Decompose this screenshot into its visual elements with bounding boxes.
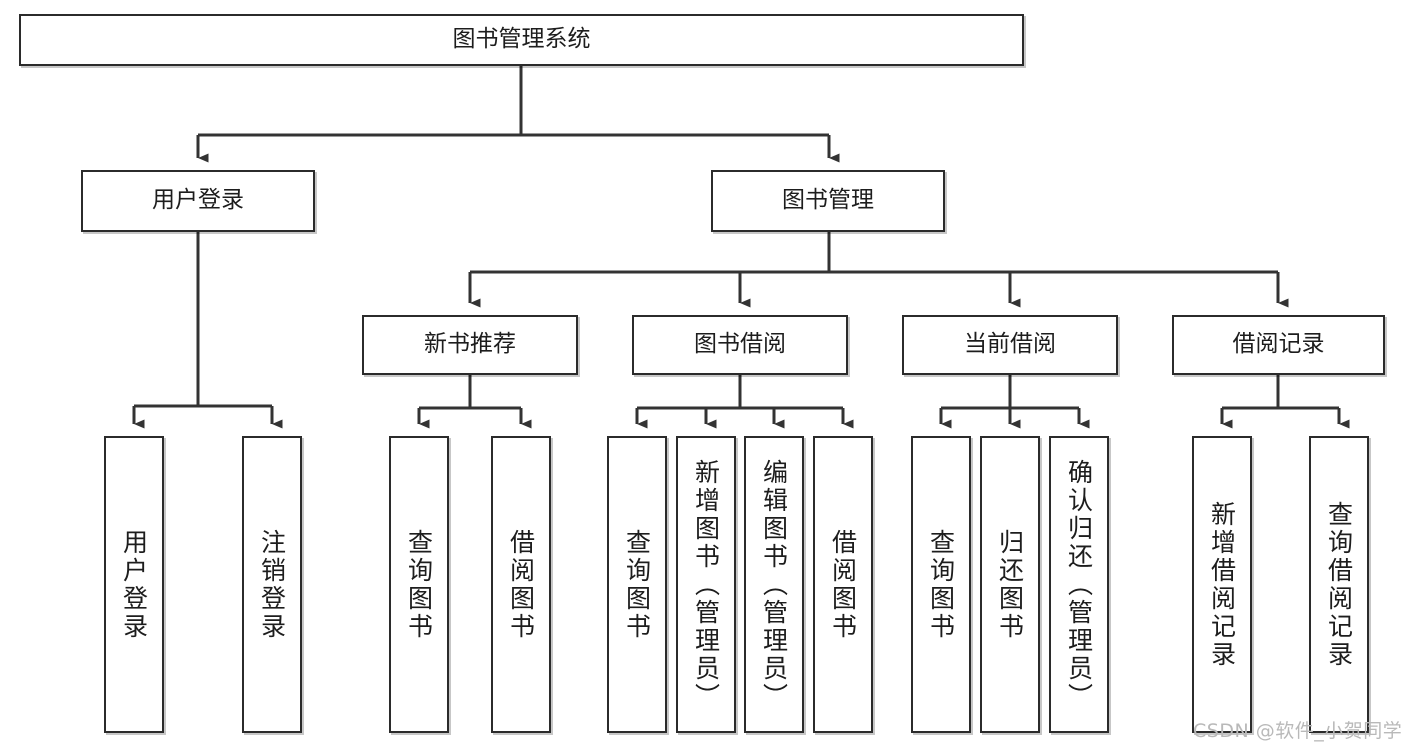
node-label: 查询借阅记录 — [1324, 500, 1354, 669]
node-label: 借阅图书 — [828, 528, 858, 641]
node-user-login[interactable]: 用户登录 — [81, 170, 315, 232]
node-leaf-borrow-book-recommend[interactable]: 借阅图书 — [491, 436, 551, 733]
node-leaf-return-book[interactable]: 归还图书 — [980, 436, 1040, 733]
node-borrow-record[interactable]: 借阅记录 — [1172, 315, 1385, 375]
node-label: 注销登录 — [257, 528, 287, 641]
node-leaf-query-book-current[interactable]: 查询图书 — [911, 436, 971, 733]
node-label: 查询图书 — [622, 528, 652, 641]
node-label: 查询图书 — [926, 528, 956, 641]
node-leaf-logout-login[interactable]: 注销登录 — [242, 436, 302, 733]
node-label: 当前借阅 — [964, 331, 1056, 358]
node-root-book-management-system[interactable]: 图书管理系统 — [19, 14, 1024, 66]
node-leaf-borrow-book[interactable]: 借阅图书 — [813, 436, 873, 733]
node-label: 新增图书（管理员） — [691, 458, 721, 711]
node-label: 用户登录 — [119, 528, 149, 641]
node-label: 确认归还（管理员） — [1064, 458, 1094, 711]
node-label: 用户登录 — [152, 187, 244, 214]
node-leaf-query-borrow-record[interactable]: 查询借阅记录 — [1309, 436, 1369, 733]
node-leaf-query-book-borrow[interactable]: 查询图书 — [607, 436, 667, 733]
node-leaf-edit-book-admin[interactable]: 编辑图书（管理员） — [744, 436, 804, 733]
node-current-borrow[interactable]: 当前借阅 — [902, 315, 1118, 375]
node-leaf-user-login[interactable]: 用户登录 — [104, 436, 164, 733]
node-label: 编辑图书（管理员） — [759, 458, 789, 711]
node-label: 图书借阅 — [694, 331, 786, 358]
node-label: 新增借阅记录 — [1207, 500, 1237, 669]
node-leaf-add-book-admin[interactable]: 新增图书（管理员） — [676, 436, 736, 733]
node-leaf-confirm-return-admin[interactable]: 确认归还（管理员） — [1049, 436, 1109, 733]
node-book-management[interactable]: 图书管理 — [711, 170, 945, 232]
node-leaf-add-borrow-record[interactable]: 新增借阅记录 — [1192, 436, 1252, 733]
node-leaf-query-book-recommend[interactable]: 查询图书 — [389, 436, 449, 733]
node-label: 借阅图书 — [506, 528, 536, 641]
node-label: 新书推荐 — [424, 331, 516, 358]
node-label: 图书管理系统 — [452, 26, 591, 53]
node-label: 归还图书 — [995, 528, 1025, 641]
node-book-borrow[interactable]: 图书借阅 — [632, 315, 848, 375]
node-new-book-recommend[interactable]: 新书推荐 — [362, 315, 578, 375]
node-label: 图书管理 — [782, 187, 874, 214]
node-label: 查询图书 — [404, 528, 434, 641]
node-label: 借阅记录 — [1232, 331, 1325, 358]
